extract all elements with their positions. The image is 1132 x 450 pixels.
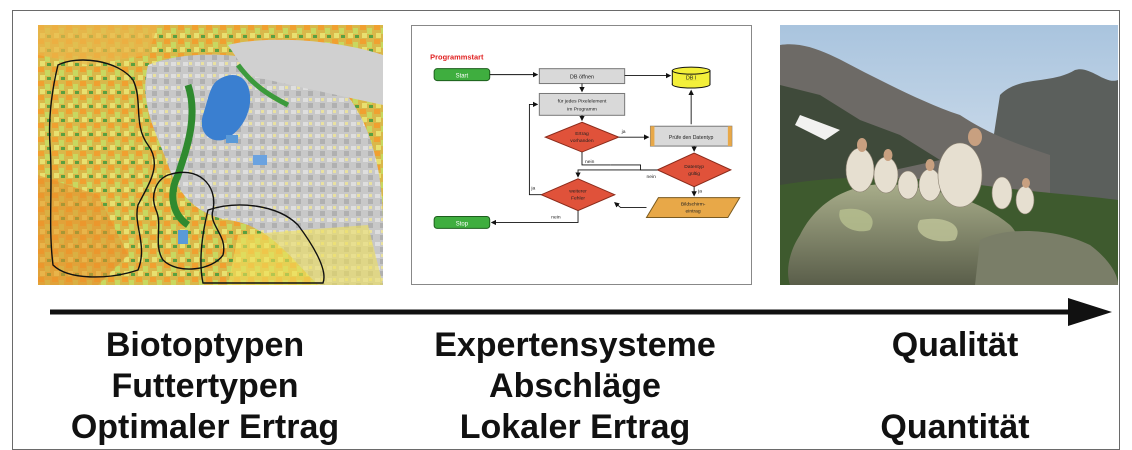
stop-label: Stop xyxy=(456,221,469,227)
sheep-photo-image xyxy=(780,25,1118,285)
no-label-1: nein xyxy=(585,159,595,165)
yes-label-1: ja xyxy=(621,129,626,135)
screen-label-2: eintrag xyxy=(686,209,701,215)
open-db-label: DB öffnen xyxy=(570,75,594,81)
database-label: DB I xyxy=(686,76,697,82)
caption-middle-line-2: Abschläge xyxy=(489,367,661,405)
yield-label-2: vorhanden xyxy=(570,138,594,144)
database-node xyxy=(671,66,711,89)
stop-node xyxy=(433,216,491,229)
screen-output-node xyxy=(645,197,741,219)
yield-label-1: Ertrag xyxy=(575,131,589,137)
flowchart-connectors xyxy=(489,71,697,226)
caption-left-line-3: Optimaler Ertrag xyxy=(70,408,340,446)
progress-arrow xyxy=(50,298,1112,326)
screen-label-1: Bildschirm- xyxy=(681,202,706,208)
start-label: Start xyxy=(456,74,469,80)
caption-left: Biotoptypen Futtertypen Optimaler Ertrag xyxy=(40,325,370,448)
further-label-1: weiterer xyxy=(569,189,587,195)
caption-right-line-2 xyxy=(790,366,1120,407)
vegetation-map-image xyxy=(38,25,383,285)
caption-right-line-3: Quantität xyxy=(880,408,1030,446)
caption-middle-line-3: Lokaler Ertrag xyxy=(459,408,691,446)
flowchart-title: Programmstart xyxy=(430,53,484,62)
caption-left-line-2: Futtertypen xyxy=(111,367,299,405)
yes-label-2: ja xyxy=(697,189,702,195)
caption-left-line-1: Biotoptypen xyxy=(105,326,305,364)
caption-right-line-1: Qualität xyxy=(891,326,1019,364)
no-label-3: nein xyxy=(551,215,561,221)
yes-label-3: ja xyxy=(530,186,535,192)
no-label-2: nein xyxy=(646,174,656,180)
yield-decision-node xyxy=(543,121,621,153)
caption-middle: Expertensysteme Abschläge Lokaler Ertrag xyxy=(400,325,750,448)
for-each-label-1: für jedes Pixelelement xyxy=(558,98,607,104)
flowchart-image: Programmstart Start DB öffnen DB I für j… xyxy=(411,25,752,285)
check-type-label: Prüfe den Datentyp xyxy=(669,135,714,141)
type-label-1: Datentyp xyxy=(684,164,704,170)
caption-right: Qualität Quantität xyxy=(790,325,1120,448)
caption-middle-line-1: Expertensysteme xyxy=(434,326,716,364)
further-label-2: Fehler xyxy=(571,196,585,202)
for-each-label-2: im Programm xyxy=(567,106,597,112)
type-label-2: gültig xyxy=(688,171,700,177)
